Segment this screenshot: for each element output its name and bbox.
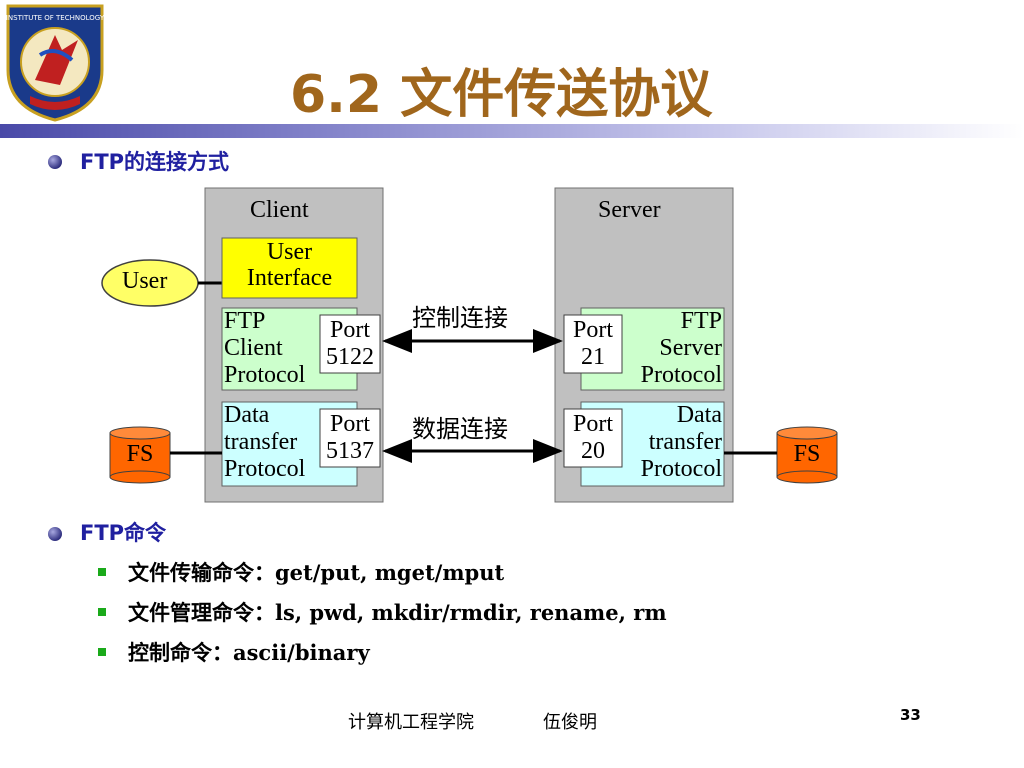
sub-bullet-file-mgmt-commands: 文件管理命令：ls, pwd, mkdir/rmdir, rename, rm <box>128 600 667 625</box>
footer-author: 伍俊明 <box>543 712 597 733</box>
port-5137-box <box>319 408 381 468</box>
bullet-ftp-commands: FTP命令 <box>80 521 167 545</box>
ftp-connection-diagram <box>101 187 838 503</box>
port-5122-box <box>319 314 381 374</box>
fs-right-cylinder <box>776 426 838 484</box>
title-underline <box>0 124 1024 138</box>
page-number: 33 <box>900 706 921 724</box>
fs-right-label: FS <box>793 441 821 467</box>
fs-left-cylinder <box>109 426 171 484</box>
sub-bullet-square <box>98 568 106 576</box>
control-connection-label: 控制连接 <box>412 304 508 332</box>
data-connection-label: 数据连接 <box>412 415 508 443</box>
svg-text:INSTITUTE OF TECHNOLOGY: INSTITUTE OF TECHNOLOGY <box>6 14 105 22</box>
server-label: Server <box>598 197 661 223</box>
bullet-dot <box>48 527 62 541</box>
sub-bullet-control-commands: 控制命令：ascii/binary <box>128 640 370 665</box>
port-21-box <box>563 314 623 374</box>
sub-bullet-square <box>98 648 106 656</box>
footer-school: 计算机工程学院 <box>348 712 474 733</box>
sub-bullet-transfer-commands: 文件传输命令：get/put, mget/mput <box>128 560 505 585</box>
user-interface-box <box>221 237 358 299</box>
port-20-box <box>563 408 623 468</box>
user-label: User <box>122 268 168 294</box>
fs-left-label: FS <box>126 441 154 467</box>
bullet-dot <box>48 155 62 169</box>
sub-bullet-square <box>98 608 106 616</box>
client-label: Client <box>250 197 309 223</box>
institute-logo: INSTITUTE OF TECHNOLOGY <box>6 4 105 122</box>
slide-title: 6.2 文件传送协议 <box>290 65 713 125</box>
bullet-connection-mode: FTP的连接方式 <box>80 150 230 174</box>
